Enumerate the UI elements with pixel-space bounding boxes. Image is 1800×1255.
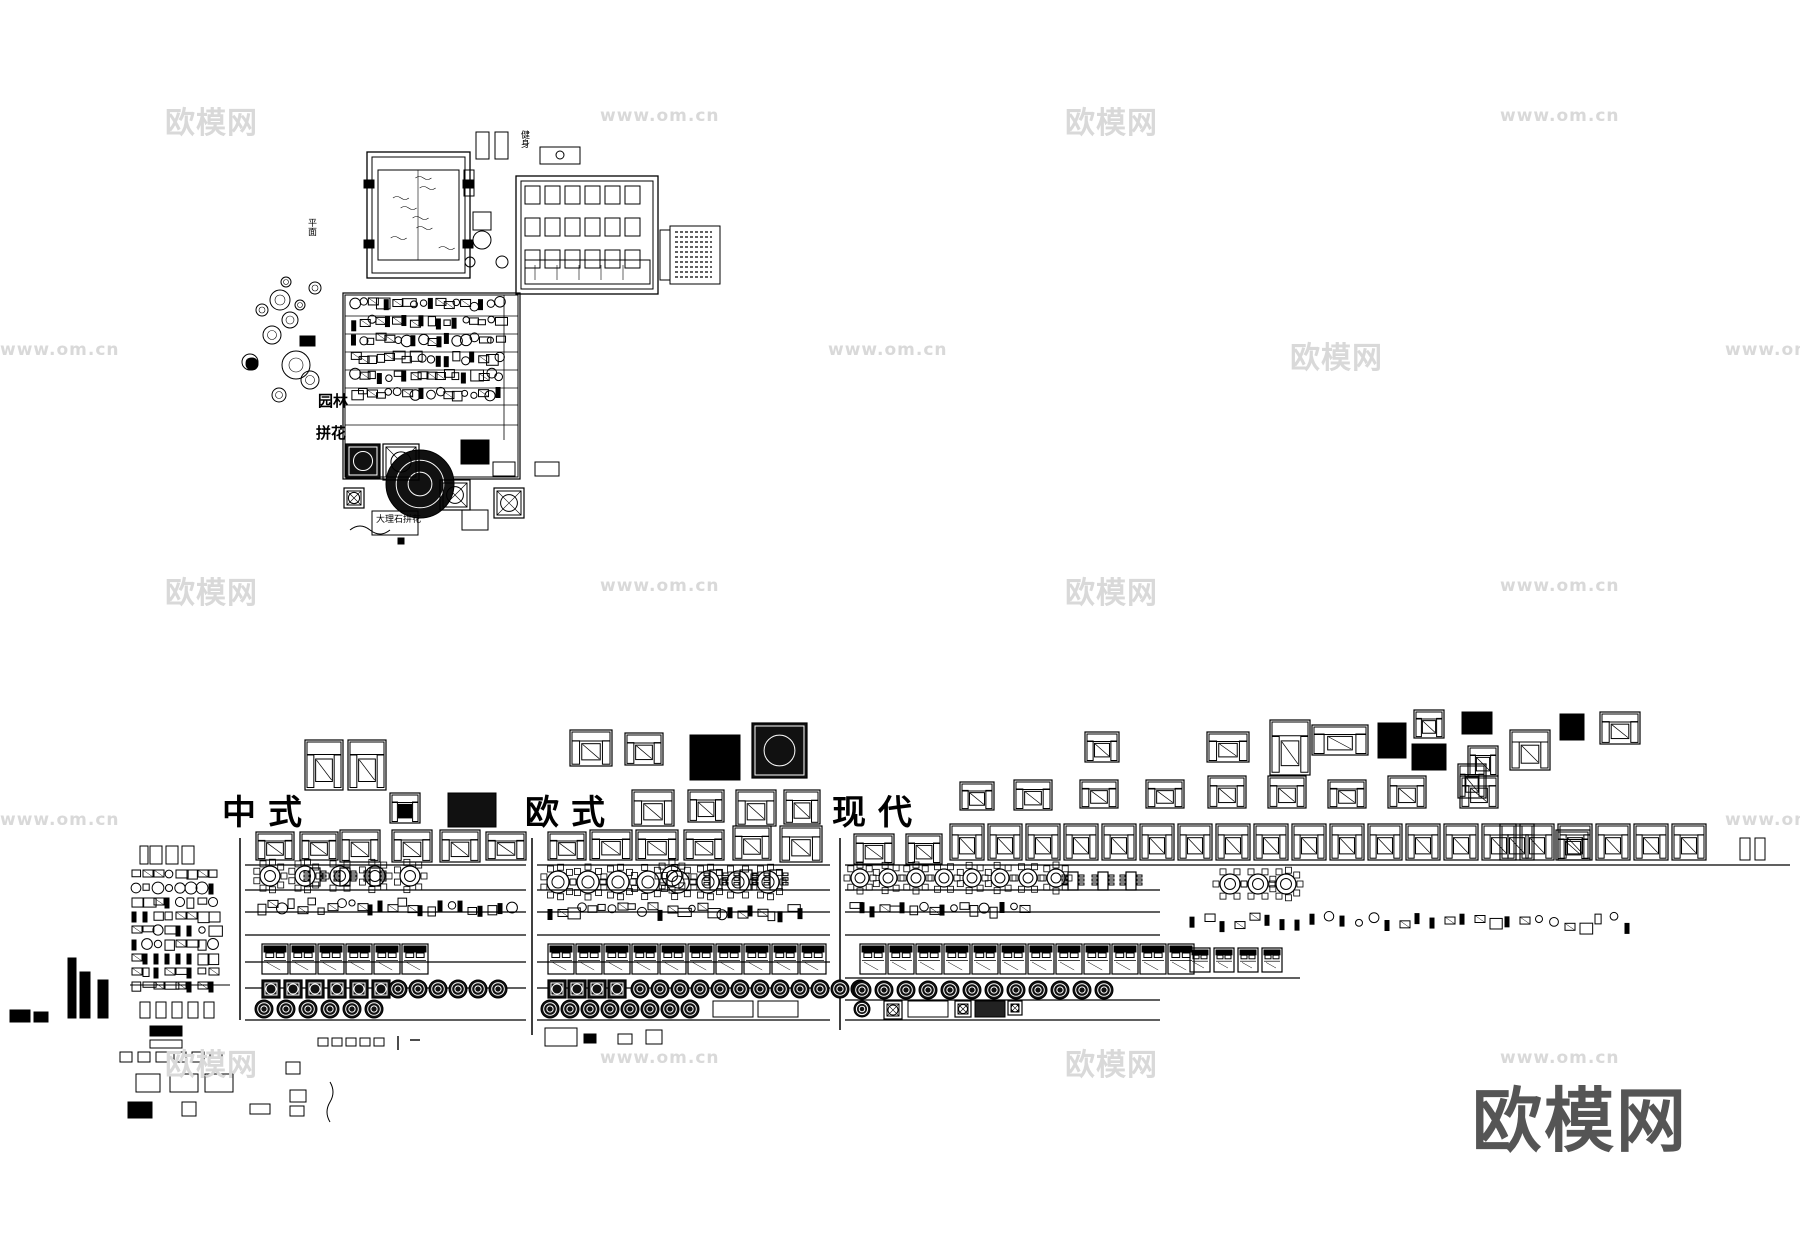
label-marble-note: 大理石拼花 (376, 515, 422, 525)
label-parquet: 拼花 (316, 424, 347, 442)
category-european-title: 欧式 (525, 793, 617, 833)
drawing-lines (130, 170, 1790, 1050)
category-modern-title: 现代 (832, 793, 924, 833)
label-plan: 平面 (306, 218, 316, 236)
brand-logo: 欧模网 (1472, 1080, 1688, 1162)
furniture-blocks (9, 131, 1766, 1123)
category-chinese-title: 中式 (222, 793, 314, 833)
label-garden: 园林 (318, 392, 349, 410)
label-fitness: 健身 (519, 130, 529, 148)
